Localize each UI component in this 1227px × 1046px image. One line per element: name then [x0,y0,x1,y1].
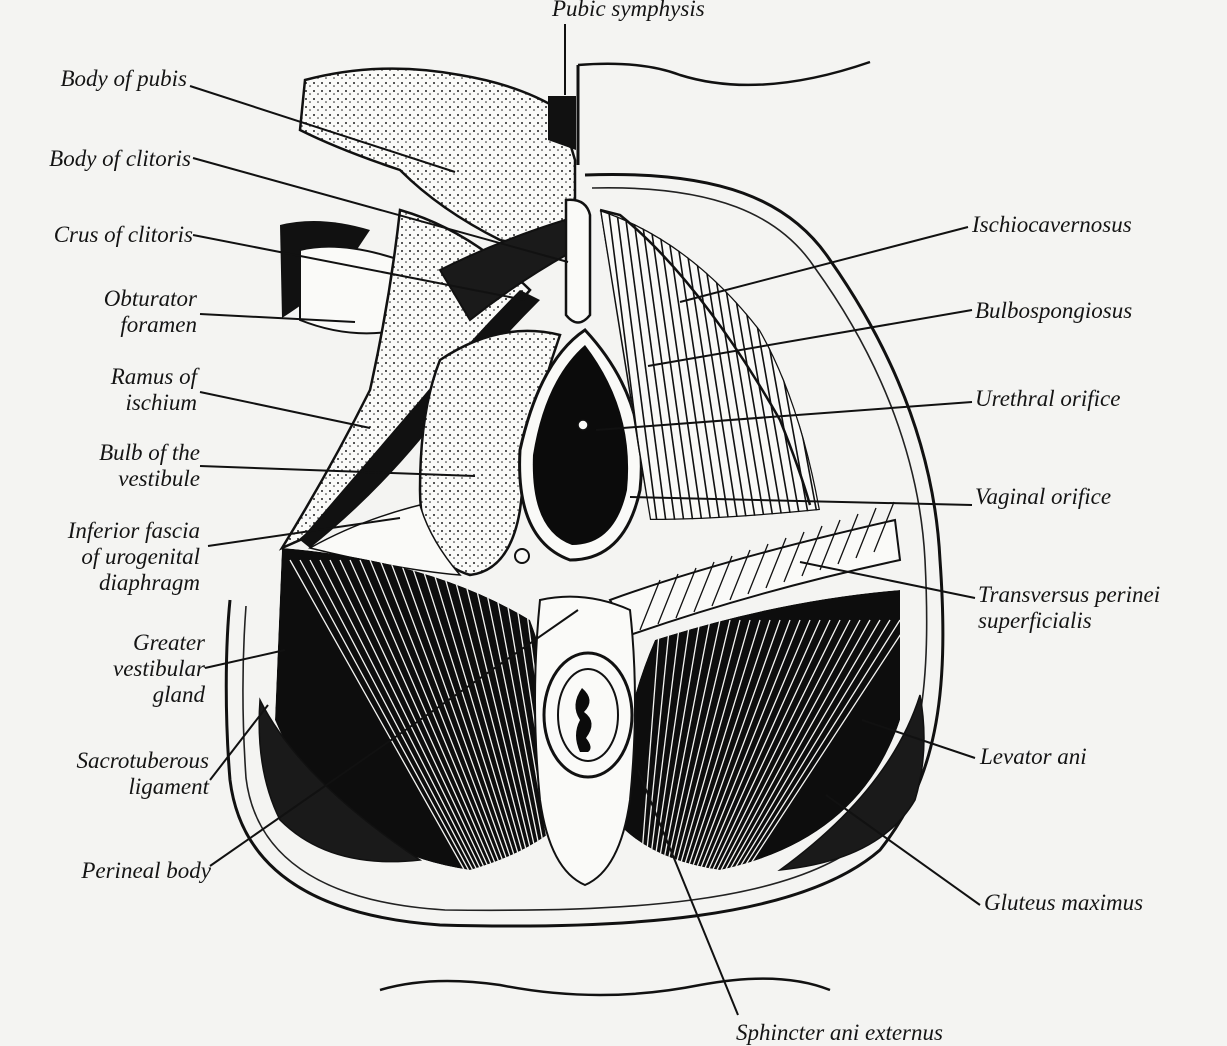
pubis-bone [298,67,577,244]
label-pubic-symphysis: Pubic symphysis [552,0,705,21]
skin-outline [224,172,945,928]
leader-lines [189,24,981,1016]
label-vaginal-orifice: Vaginal orifice [975,484,1112,509]
label-body-of-pubis: Body of pubis [60,66,188,91]
label-crus-of-clitoris: Crus of clitoris [53,222,193,247]
label-perineal-body: Perineal body [81,858,211,883]
clitoris [564,198,592,324]
right-gluteus [777,694,925,872]
vaginal-orifice-shape [532,345,629,545]
urethral-opening [577,419,589,431]
label-body-of-clitoris: Body of clitoris [49,146,191,171]
label-bulbospongiosus: Bulbospongiosus [975,298,1133,323]
thigh-contour-bottom [379,977,831,997]
thigh-contour-top [577,60,871,87]
bulb-of-vestibule [418,329,562,577]
label-levator-ani: Levator ani [980,744,1087,769]
right-levator-ani [615,590,900,870]
label-gluteus-maximus: Gluteus maximus [984,890,1144,915]
left-gluteus [258,697,423,863]
label-sphincter-ani-externus: Sphincter ani externus [736,1020,943,1045]
label-urethral-orifice: Urethral orifice [975,386,1121,411]
anal-orifice [575,688,592,752]
label-ischiocavernosus: Ischiocavernosus [972,212,1132,237]
